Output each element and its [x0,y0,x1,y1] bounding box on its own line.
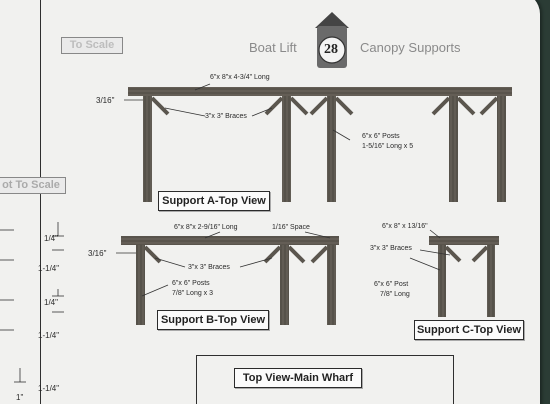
to-scale-tag: To Scale [61,37,123,54]
support-b-posts-length: 7/8" Long x 3 [172,290,214,297]
not-to-scale-tag: ot To Scale [0,177,66,194]
support-a-title-box: Support A-Top View [158,191,270,211]
left-dim-3: 1/4" [44,298,58,307]
support-a-posts-label: 6"x 6" Posts [362,133,400,140]
left-dim-6: 1" [16,393,24,402]
support-b-beam-label: 6"x 8"x 2-9/16" Long [174,224,238,231]
support-a-braces-label: 3"x 3" Braces [205,113,247,120]
support-c-beam-label: 6"x 8" x 13/16" [382,223,428,230]
support-a-posts-length: 1-5/16" Long x 5 [362,143,414,150]
left-dim-1: 1/4" [44,234,58,243]
header-left-text: Boat Lift [249,40,297,55]
support-c-posts-length: 7/8" Long [380,291,410,298]
badge-number: 28 [324,42,338,57]
support-a-beam-label: 6"x 8"x 4-3/4" Long [210,74,270,81]
header-right-text: Canopy Supports [360,40,461,55]
main-wharf-title-box: Top View-Main Wharf [234,368,362,388]
sheet-border-outer [40,0,529,404]
support-c-posts-label: 6"x 6" Post [374,281,409,288]
support-b-title-box: Support B-Top View [157,310,269,330]
support-c-braces-label: 3"x 3" Braces [370,245,412,252]
support-c-title-box: Support C-Top View [414,320,524,340]
left-dim-4: 1-1/4" [38,331,60,340]
support-b-offset-label: 3/16" [88,249,107,258]
main-wharf-frame [196,355,454,404]
support-a-offset-label: 3/16" [96,96,115,105]
support-b-space-label: 1/16" Space [272,224,310,231]
support-b-posts-label: 6"x 6" Posts [172,280,210,287]
support-b-braces-label: 3"x 3" Braces [188,264,230,271]
left-dim-5: 1-1/4" [38,384,60,393]
left-dim-2: 1-1/4" [38,264,60,273]
